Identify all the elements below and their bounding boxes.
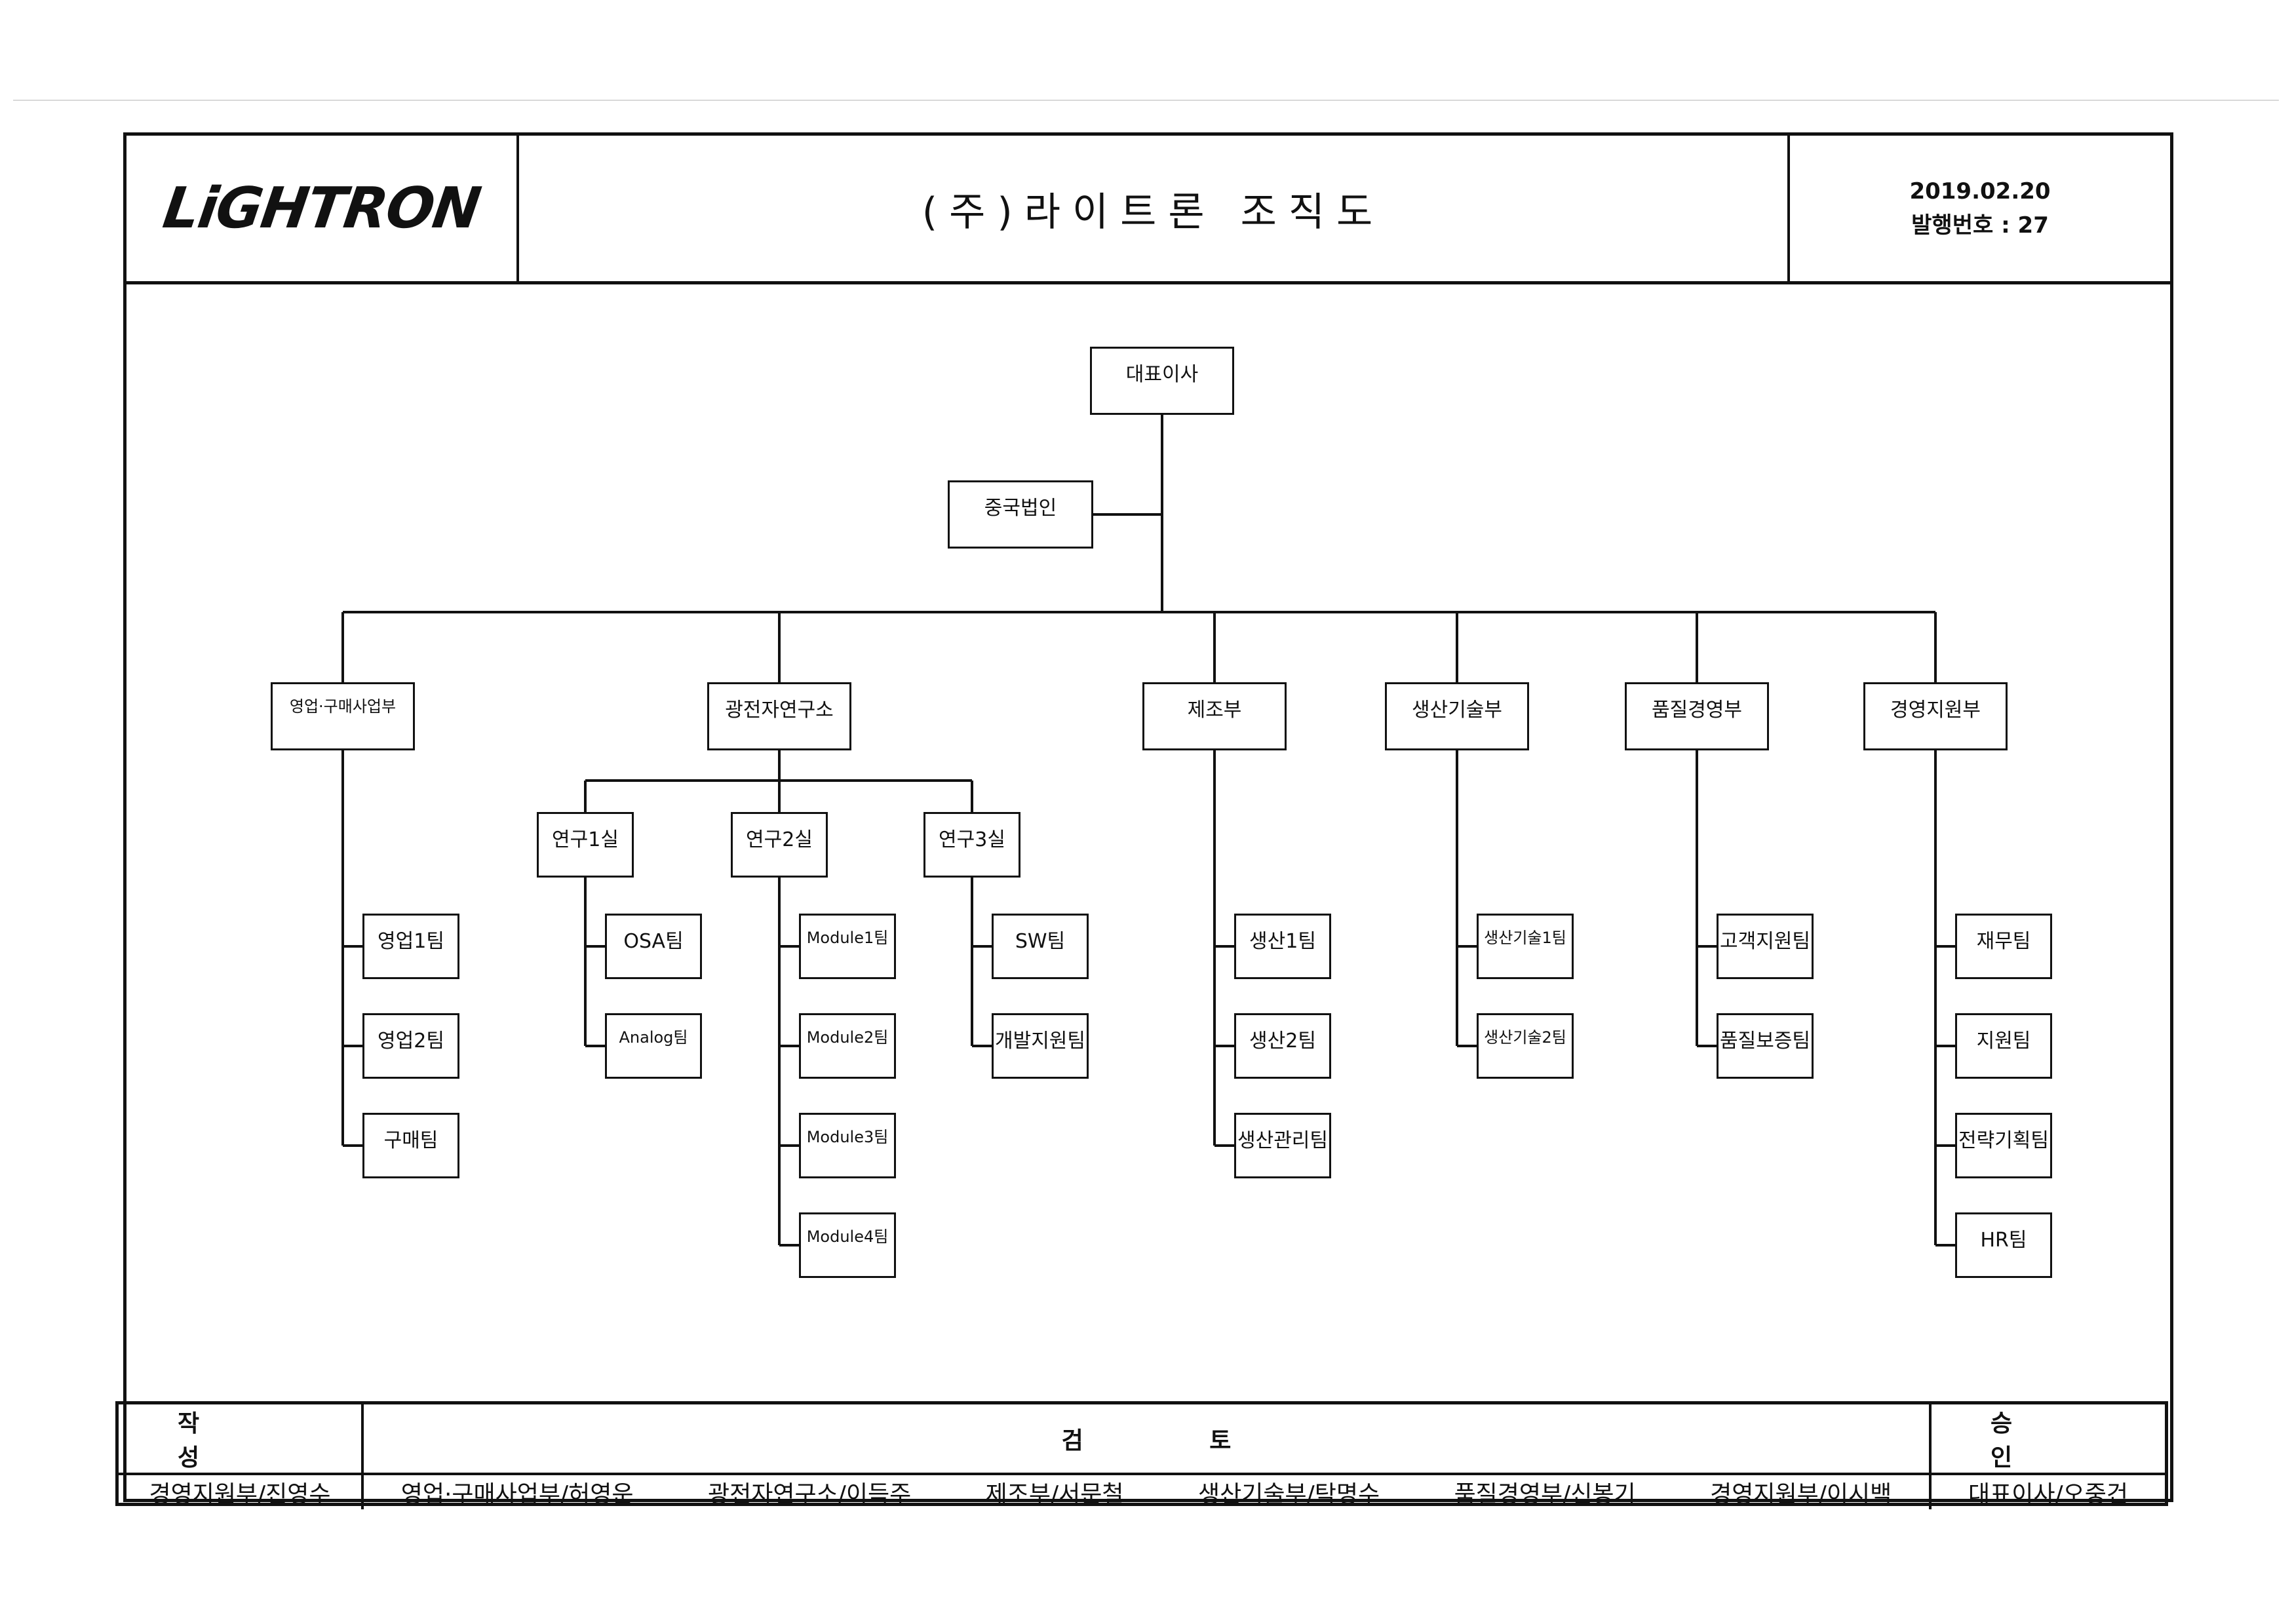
lab-box: 연구1실 bbox=[537, 812, 634, 878]
reviewer-list: 영업·구매사업부/허영운 광전자연구소/이득주 제조부/서문철 생산기술부/탁명수 품질… bbox=[364, 1475, 1929, 1509]
department-box: 품질경영부 bbox=[1625, 682, 1769, 750]
china-subsidiary-box: 중국법인 bbox=[948, 480, 1093, 549]
approve-label: 승 인 bbox=[1929, 1404, 2165, 1475]
team-box: HR팀 bbox=[1955, 1212, 2052, 1278]
approver-value: 대표이사/오중건 bbox=[1929, 1475, 2165, 1509]
team-box: 개발지원팀 bbox=[992, 1013, 1089, 1079]
team-box: Module3팀 bbox=[799, 1113, 896, 1178]
lab-box: 연구3실 bbox=[923, 812, 1020, 878]
department-box: 생산기술부 bbox=[1385, 682, 1529, 750]
title-cell: (주)라이트론 조직도 bbox=[519, 136, 1790, 281]
lightron-logo: LiGHTRON bbox=[159, 176, 484, 241]
ceo-box: 대표이사 bbox=[1090, 347, 1234, 415]
team-box: 재무팀 bbox=[1955, 914, 2052, 979]
team-box: 영업1팀 bbox=[362, 914, 459, 979]
reviewer-item: 광전자연구소/이득주 bbox=[707, 1481, 912, 1508]
team-box: 품질보증팀 bbox=[1717, 1013, 1814, 1079]
lab-box: 연구2실 bbox=[731, 812, 828, 878]
author-value: 경영지원부/진영수 bbox=[149, 1481, 331, 1508]
document-title: (주)라이트론 조직도 bbox=[922, 189, 1385, 235]
scan-edge-line bbox=[13, 100, 2279, 101]
date-cell: 2019.02.20 발행번호 : 27 bbox=[1790, 136, 2170, 281]
team-box: 생산기술1팀 bbox=[1477, 914, 1574, 979]
team-box: 생산관리팀 bbox=[1234, 1113, 1331, 1178]
team-box: 지원팀 bbox=[1955, 1013, 2052, 1079]
department-box: 영업·구매사업부 bbox=[271, 682, 415, 750]
team-box: 구매팀 bbox=[362, 1113, 459, 1178]
team-box: 고객지원팀 bbox=[1717, 914, 1814, 979]
logo-cell: LiGHTRON bbox=[126, 136, 519, 281]
team-box: Module2팀 bbox=[799, 1013, 896, 1079]
reviewer-item: 영업·구매사업부/허영운 bbox=[400, 1481, 634, 1508]
team-box: Analog팀 bbox=[605, 1013, 702, 1079]
team-box: 영업2팀 bbox=[362, 1013, 459, 1079]
reviewer-item: 생산기술부/탁명수 bbox=[1198, 1481, 1380, 1508]
team-box: Module4팀 bbox=[799, 1212, 896, 1278]
issue-date: 2019.02.20 bbox=[1909, 178, 2051, 204]
team-box: 생산2팀 bbox=[1234, 1013, 1331, 1079]
author-label: 작 성 bbox=[119, 1404, 361, 1475]
department-box: 제조부 bbox=[1142, 682, 1287, 750]
team-box: OSA팀 bbox=[605, 914, 702, 979]
team-box: Module1팀 bbox=[799, 914, 896, 979]
issue-number: 발행번호 : 27 bbox=[1911, 212, 2049, 239]
reviewers-cell: 영업·구매사업부/허영운 광전자연구소/이득주 제조부/서문철 생산기술부/탁명수 품질… bbox=[361, 1475, 1929, 1509]
team-box: SW팀 bbox=[992, 914, 1089, 979]
review-label: 검 토 bbox=[361, 1404, 1929, 1475]
team-box: 생산기술2팀 bbox=[1477, 1013, 1574, 1079]
approval-table: 작 성 검 토 승 인 경영지원부/진영수 영업·구매사업부/허영운 광전자연구소… bbox=[115, 1401, 2168, 1509]
team-box: 생산1팀 bbox=[1234, 914, 1331, 979]
reviewer-item: 품질경영부/신봉기 bbox=[1454, 1481, 1636, 1508]
reviewer-item: 경영지원부/이시백 bbox=[1710, 1481, 1892, 1508]
reviewer-item: 제조부/서문철 bbox=[985, 1481, 1124, 1508]
department-box: 광전자연구소 bbox=[707, 682, 851, 750]
department-box: 경영지원부 bbox=[1863, 682, 2008, 750]
team-box: 전략기획팀 bbox=[1955, 1113, 2052, 1178]
org-chart-connectors bbox=[341, 415, 1955, 1247]
document-header: LiGHTRON (주)라이트론 조직도 2019.02.20 발행번호 : 2… bbox=[126, 136, 2170, 284]
document-frame: LiGHTRON (주)라이트론 조직도 2019.02.20 발행번호 : 2… bbox=[123, 132, 2173, 1502]
